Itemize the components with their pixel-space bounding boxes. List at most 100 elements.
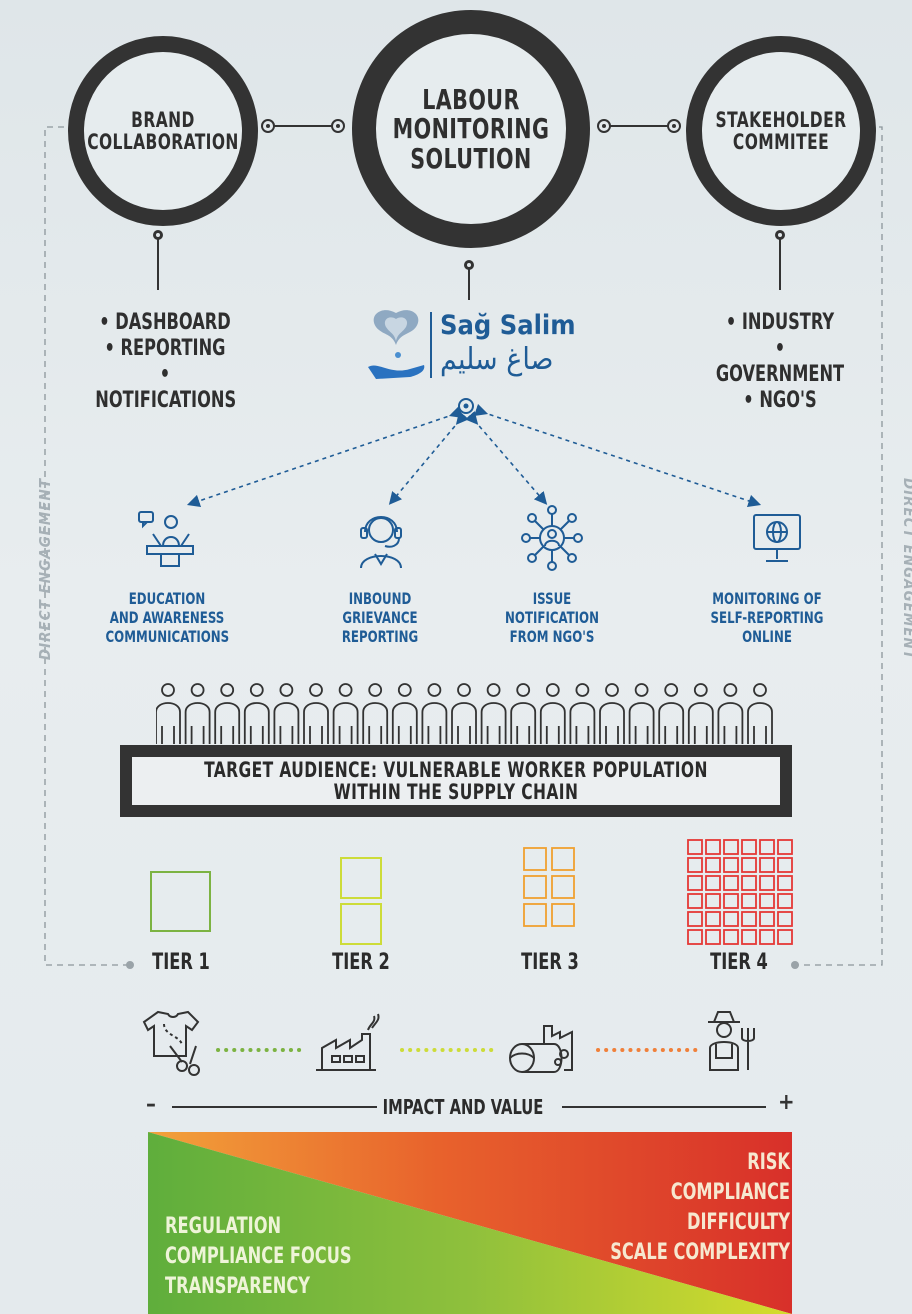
worker-figure: [747, 683, 773, 744]
worker-figure: [391, 683, 418, 744]
tier-cell: [759, 839, 775, 855]
farmer-icon: [708, 1011, 755, 1071]
worker-figure: [539, 683, 566, 744]
tier4-label: TIER 4: [710, 950, 768, 975]
target-audience-text: TARGET AUDIENCE: VULNERABLE WORKER POPUL…: [204, 757, 708, 804]
worker-figure: [303, 683, 329, 744]
tier-cell: [687, 875, 703, 891]
tier-cell: [741, 893, 757, 909]
labour-monitoring-title: LABOUR MONITORING SOLUTION: [392, 82, 550, 175]
tier-cell: [759, 857, 775, 873]
tier1-box: [150, 871, 211, 932]
sag-salim-logo-icon: [368, 310, 425, 379]
workers-row: [156, 683, 773, 744]
tier-cell: [777, 875, 793, 891]
tier-cell: [705, 857, 721, 873]
tier-cell: [777, 839, 793, 855]
logo-arabic-text: صاغ سليم: [440, 342, 554, 377]
tier-cell: [759, 875, 775, 891]
tier-cell: [723, 929, 739, 945]
tier2-box: [340, 857, 382, 899]
network-icon: [521, 505, 583, 571]
channel-label-ngo: ISSUE NOTIFICATION FROM NGO'S: [505, 589, 599, 646]
tier-cell: [687, 929, 703, 945]
tier-cell: [551, 903, 575, 927]
worker-figure: [273, 683, 300, 744]
tier-cell: [687, 839, 703, 855]
worker-figure: [658, 683, 685, 744]
textile-mill-icon: [509, 1025, 573, 1073]
brand-features-list: • DASHBOARD • REPORTING • NOTIFICATIONS: [95, 310, 237, 413]
speaker-icon: [138, 511, 194, 567]
worker-figure: [687, 683, 714, 744]
tier-cell: [759, 911, 775, 927]
tier-cell: [705, 929, 721, 945]
worker-figure: [421, 683, 448, 744]
worker-figure: [184, 683, 211, 744]
impact-minus: –: [146, 1092, 156, 1117]
risk-regulation-gradient: [148, 1132, 792, 1314]
tier-cell: [741, 857, 757, 873]
tier-cell: [687, 857, 703, 873]
tier-cell: [741, 929, 757, 945]
tier-cell: [523, 847, 547, 871]
tier-cell: [723, 911, 739, 927]
tier-cell: [723, 857, 739, 873]
factory-icon: [316, 1013, 380, 1071]
tier-cell: [759, 893, 775, 909]
globe-monitor-icon: [753, 514, 801, 562]
direct-engagement-right: DIRECT ENGAGEMENT: [900, 477, 912, 661]
worker-figure: [214, 683, 241, 744]
tier3-grid: [523, 847, 575, 927]
tier-cell: [687, 893, 703, 909]
stakeholder-title: STAKEHOLDER COMMITEE: [715, 107, 847, 154]
tier-cell: [523, 875, 547, 899]
tier-cell: [705, 839, 721, 855]
impact-label: IMPACT AND VALUE: [382, 1095, 544, 1119]
worker-figure: [156, 683, 181, 744]
tier-cell: [705, 911, 721, 927]
supply-chain-icons: [142, 1010, 755, 1076]
worker-figure: [451, 683, 477, 744]
tier-cell: [741, 875, 757, 891]
tier-cell: [551, 847, 575, 871]
tier-cell: [523, 903, 547, 927]
logo-latin-text: Sağ Salim: [440, 310, 576, 341]
worker-figure: [717, 683, 744, 744]
tier1-label: TIER 1: [152, 950, 210, 975]
tier-cell: [741, 839, 757, 855]
garment-icon: [142, 1010, 200, 1076]
risk-text: RISK COMPLIANCE DIFFICULTY SCALE COMPLEX…: [610, 1150, 790, 1265]
tier4-grid: [687, 839, 793, 945]
worker-figure: [332, 683, 359, 744]
regulation-text: REGULATION COMPLIANCE FOCUS TRANSPARENCY: [165, 1214, 352, 1299]
tier-cell: [705, 893, 721, 909]
worker-figure: [510, 683, 537, 744]
channel-label-education: EDUCATION AND AWARENESS COMMUNICATIONS: [105, 589, 230, 646]
tier-cell: [551, 875, 575, 899]
tier-cell: [777, 857, 793, 873]
channel-label-monitoring: MONITORING OF SELF-REPORTING ONLINE: [710, 589, 824, 646]
brand-collaboration-title: BRAND COLLABORATION: [87, 107, 239, 154]
direct-engagement-left: DIRECT ENGAGEMENT: [36, 477, 55, 661]
worker-figure: [480, 683, 507, 744]
headset-icon: [360, 516, 402, 569]
tier2-label: TIER 2: [332, 950, 390, 975]
worker-figure: [599, 683, 625, 744]
worker-figure: [362, 683, 389, 744]
tier-cell: [723, 875, 739, 891]
tier-cell: [723, 839, 739, 855]
impact-plus: +: [778, 1090, 795, 1115]
tier-cell: [777, 929, 793, 945]
tier-cell: [759, 929, 775, 945]
tier-cell: [705, 875, 721, 891]
tier-cell: [741, 911, 757, 927]
tier-cell: [687, 911, 703, 927]
tier-cell: [777, 893, 793, 909]
worker-figure: [569, 683, 596, 744]
tier-cell: [723, 893, 739, 909]
tier-cell: [777, 911, 793, 927]
tier2-box: [340, 903, 382, 945]
